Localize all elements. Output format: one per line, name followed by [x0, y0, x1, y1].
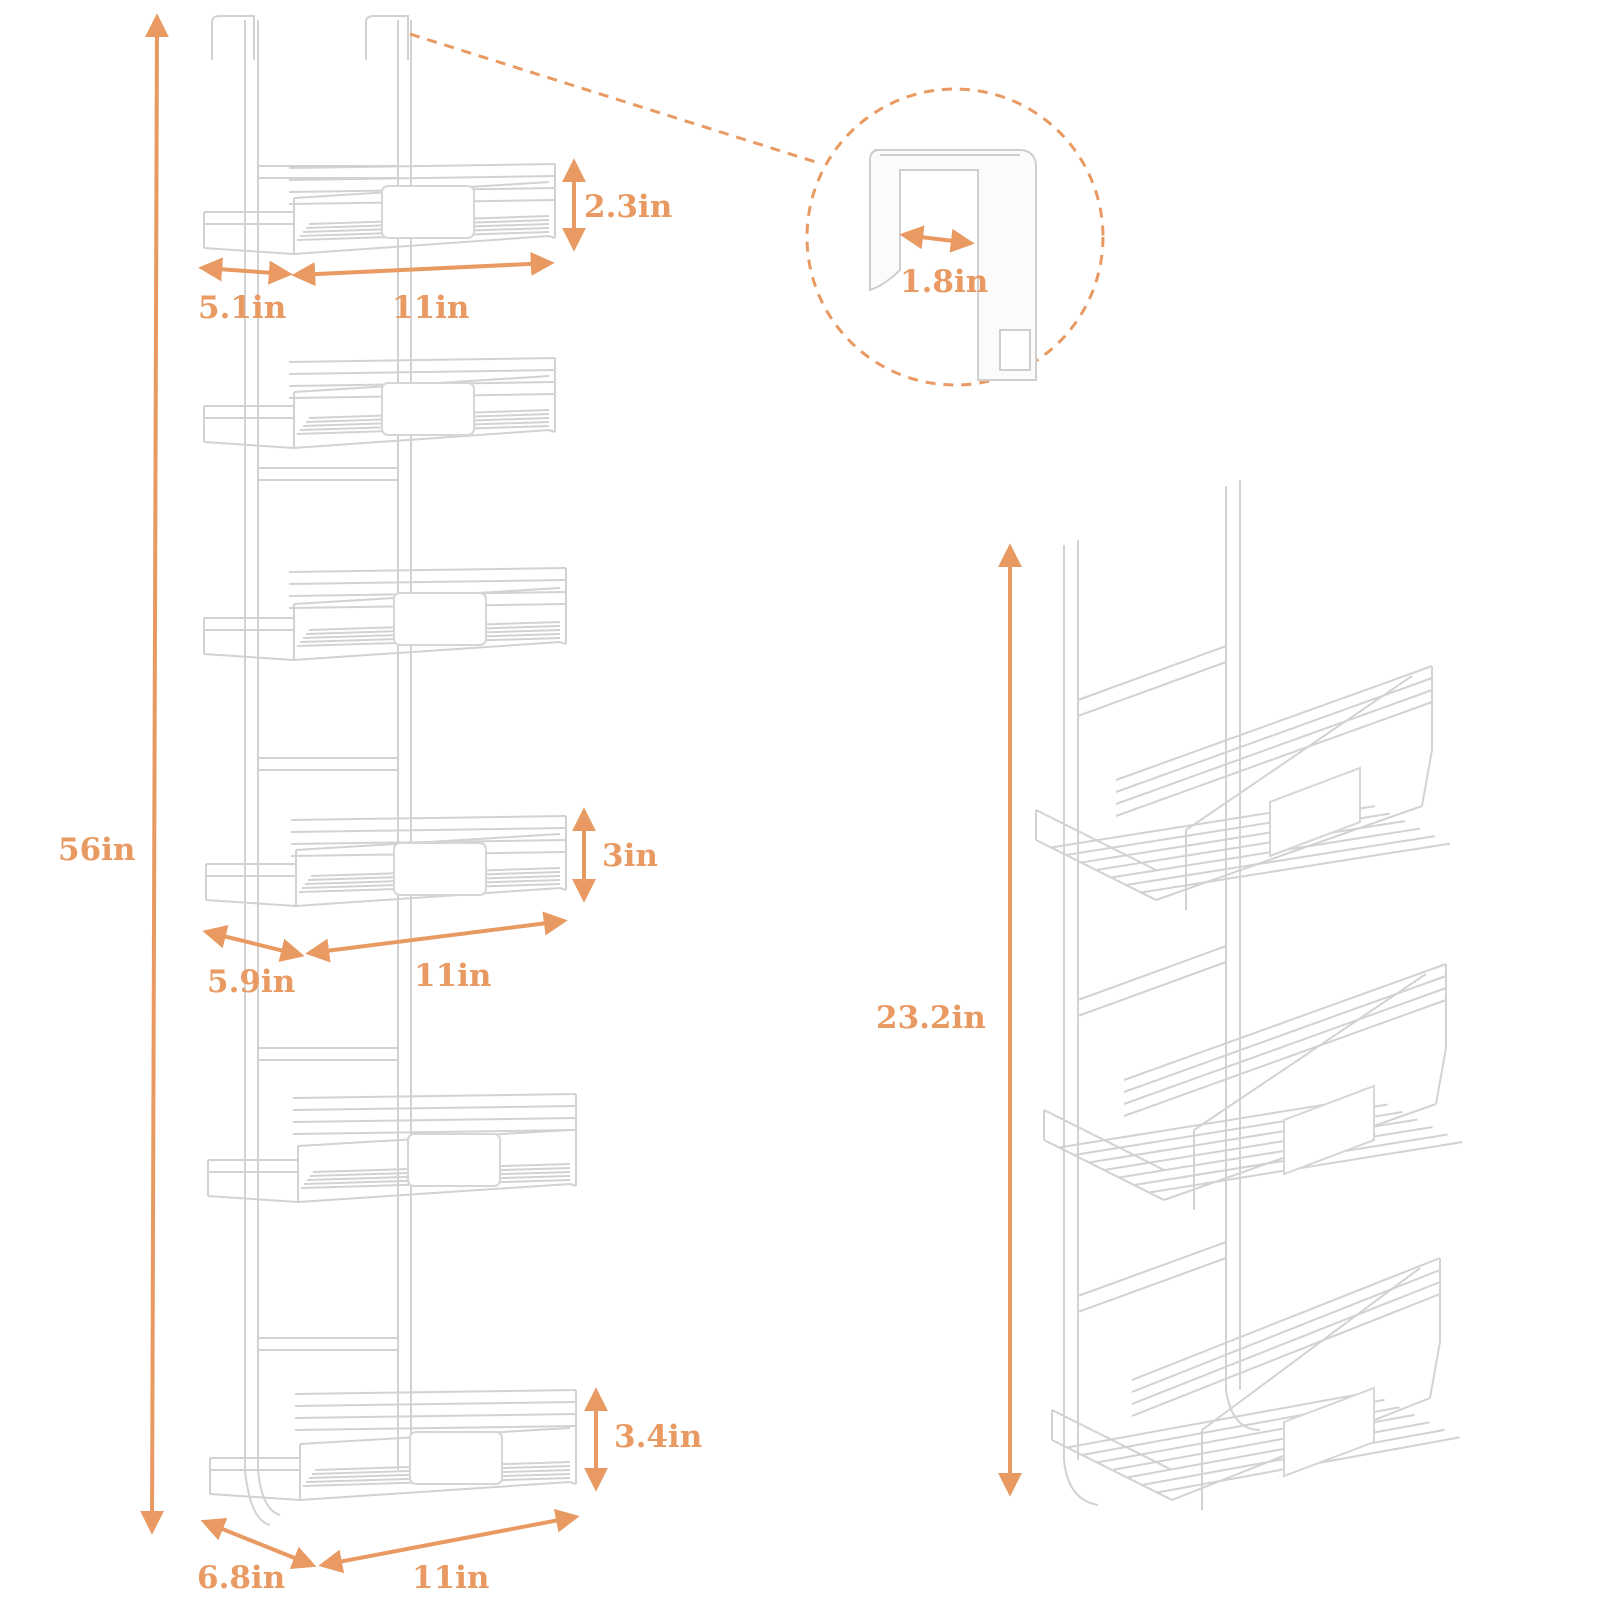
- hook-gap-arrow: [899, 225, 975, 253]
- tall-basket: [208, 1094, 576, 1202]
- right-top-hook: [366, 16, 408, 60]
- tall-baskets: [204, 164, 576, 1500]
- shelf4-depth-arrow: [202, 924, 305, 963]
- hook-detail-callout: [409, 32, 1105, 387]
- shelf4-width-label: 11in: [414, 958, 491, 994]
- cross-brace: [258, 1338, 398, 1350]
- left-upright: [245, 20, 258, 1470]
- hook-gap-label: 1.8in: [900, 264, 988, 300]
- shelf6-width-label: 11in: [412, 1560, 489, 1596]
- cross-brace: [1078, 946, 1226, 1016]
- small-left-upright: [1064, 540, 1078, 1460]
- small-door-rack: [1036, 480, 1463, 1510]
- small-basket: [1036, 666, 1450, 910]
- shelf4-height-label: 3in: [602, 838, 658, 874]
- small-baskets: [1036, 666, 1463, 1510]
- cross-brace: [258, 166, 398, 178]
- cross-brace: [258, 758, 398, 770]
- tall-basket: [204, 164, 555, 254]
- total-height-arrow: [140, 13, 169, 1535]
- tall-door-rack: [204, 16, 576, 1525]
- callout-leader-line: [409, 32, 823, 166]
- cross-brace: [1078, 646, 1226, 716]
- shelf1-height-label: 2.3in: [584, 189, 672, 225]
- cross-brace: [1078, 1242, 1226, 1312]
- over-door-hook-icon: [869, 149, 1037, 381]
- shelf6-depth-label: 6.8in: [197, 1560, 285, 1596]
- small-basket: [1044, 964, 1463, 1210]
- tall-basket: [204, 568, 566, 660]
- shelf6-height-label: 3.4in: [614, 1419, 702, 1455]
- dimension-arrows: [140, 13, 1022, 1574]
- shelf4-width-arrow: [305, 911, 568, 963]
- shelf1-depth-arrow: [198, 257, 293, 285]
- shelf6-depth-arrow: [200, 1518, 317, 1569]
- left-top-hook: [212, 16, 254, 60]
- cross-brace: [258, 468, 398, 480]
- cross-brace: [258, 1048, 398, 1060]
- total-height-label: 56in: [58, 832, 135, 868]
- shelf1-width-label: 11in: [392, 290, 469, 326]
- small-rack-height-label: 23.2in: [876, 1000, 986, 1036]
- shelf6-width-arrow: [318, 1508, 580, 1574]
- tall-basket: [204, 358, 555, 448]
- shelf1-depth-label: 5.1in: [198, 290, 286, 326]
- tall-basket: [206, 816, 566, 906]
- shelf1-width-arrow: [291, 251, 555, 287]
- small-right-upright: [1226, 480, 1240, 1390]
- shelf4-depth-label: 5.9in: [207, 964, 295, 1000]
- small-basket: [1052, 1258, 1460, 1510]
- tall-basket: [210, 1390, 576, 1500]
- callout-circle: [805, 87, 1105, 387]
